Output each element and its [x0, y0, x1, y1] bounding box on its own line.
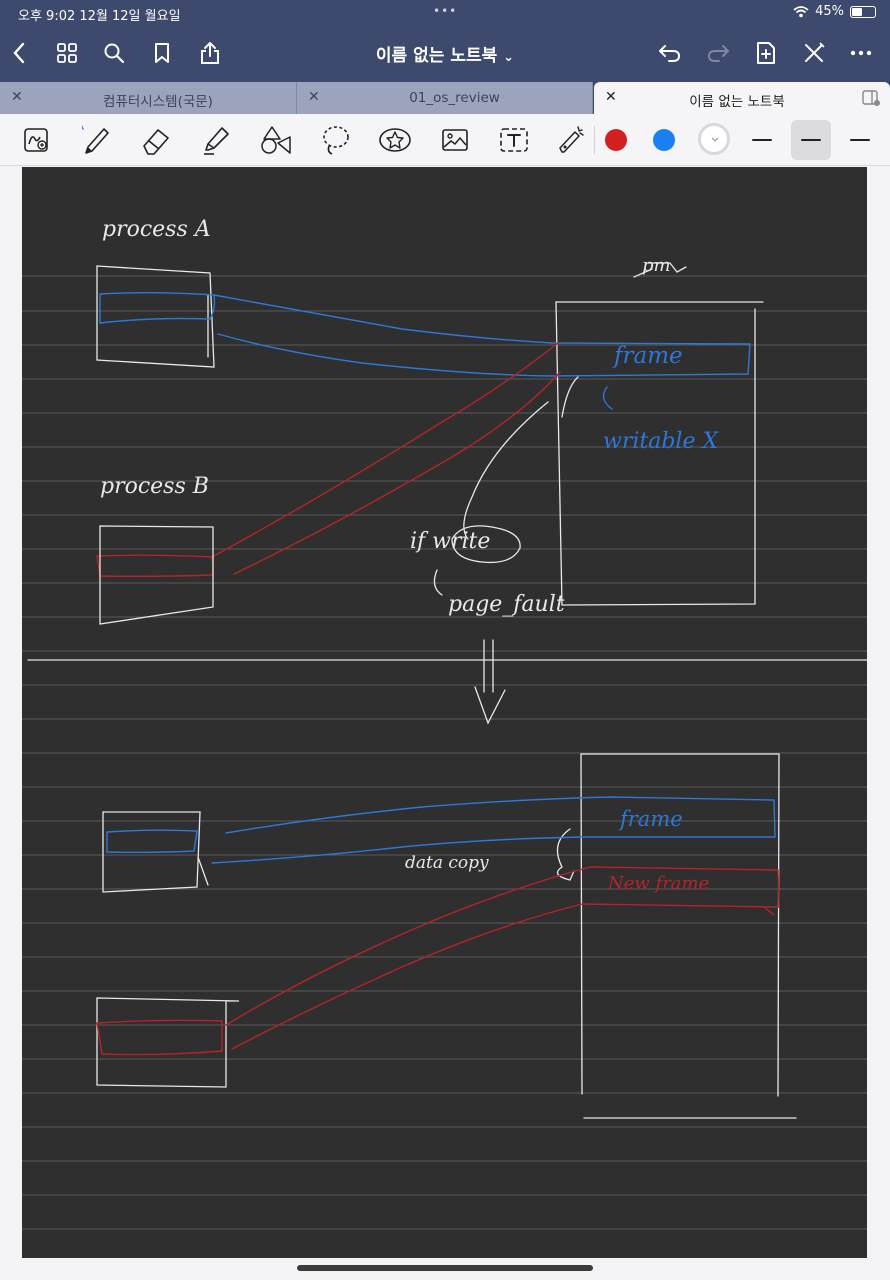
search-button[interactable] — [99, 38, 129, 68]
chevron-down-icon — [711, 137, 719, 142]
grid-view-button[interactable] — [52, 38, 82, 68]
text-tool[interactable] — [496, 123, 532, 157]
grid-icon — [57, 43, 77, 63]
split-view-icon[interactable] — [862, 90, 880, 106]
thin-line-icon — [752, 139, 772, 141]
white-strokes-top — [27, 262, 867, 725]
label-frame-bottom: frame — [620, 807, 683, 831]
add-page-button[interactable] — [751, 38, 781, 68]
label-page-fault: page_fault — [448, 592, 565, 617]
color-white-selected[interactable] — [698, 123, 730, 155]
share-button[interactable] — [195, 38, 225, 68]
pen-off-icon — [805, 42, 825, 62]
pen-icon — [82, 125, 109, 154]
tab-bar: ✕ 컴퓨터시스템(국문) ✕ 01_os_review ✕ 이름 없는 노트북 — [0, 80, 890, 114]
close-icon[interactable]: ✕ — [308, 89, 320, 105]
battery-percent: 45% — [815, 4, 844, 19]
laser-pointer-tool[interactable] — [553, 123, 589, 157]
red-strokes-top — [96, 342, 561, 578]
pen-tool[interactable] — [77, 123, 113, 157]
notebook-title-text: 이름 없는 노트북 — [375, 46, 498, 66]
thick-line-icon — [850, 139, 870, 141]
lasso-add-icon — [24, 128, 48, 152]
more-button[interactable] — [846, 38, 876, 68]
handwriting-layer — [22, 262, 867, 1230]
close-tools-button[interactable] — [799, 38, 829, 68]
share-icon — [201, 42, 219, 64]
image-icon — [442, 129, 468, 151]
white-strokes-bottom — [96, 753, 797, 1119]
image-tool[interactable] — [437, 123, 473, 157]
shapes-tool[interactable] — [258, 123, 294, 157]
bookmark-icon — [155, 43, 169, 63]
home-indicator[interactable] — [297, 1265, 593, 1271]
highlighter-icon — [204, 127, 229, 155]
tab-untitled-notebook[interactable]: ✕ 이름 없는 노트북 — [594, 82, 890, 114]
stroke-width-thin[interactable] — [742, 120, 782, 160]
tab-os-review[interactable]: ✕ 01_os_review — [297, 82, 593, 114]
blue-strokes-top — [99, 292, 751, 410]
note-canvas[interactable]: process A process B pm frame writable X … — [22, 167, 867, 1258]
medium-line-icon — [801, 139, 821, 141]
search-icon — [104, 43, 124, 63]
undo-icon — [659, 45, 681, 62]
status-time: 오후 9:02 12월 12일 월요일 — [18, 9, 181, 24]
eraser-icon — [143, 129, 169, 155]
chevron-left-icon — [13, 42, 25, 64]
label-new-frame: New frame — [608, 873, 710, 894]
white-strokes-middle — [99, 525, 214, 625]
blue-strokes-bottom — [106, 796, 776, 864]
add-page-icon — [757, 42, 775, 64]
redo-button[interactable] — [703, 38, 733, 68]
shapes-icon — [261, 126, 291, 154]
color-blue[interactable] — [653, 129, 675, 151]
notebook-title[interactable]: 이름 없는 노트북 ⌄ — [0, 41, 890, 66]
label-if-write: if write — [410, 529, 491, 554]
tab-label: 01_os_review — [409, 90, 500, 106]
back-button[interactable] — [4, 38, 34, 68]
lasso-icon — [323, 126, 349, 155]
laser-pointer-icon — [559, 126, 584, 153]
nav-bar: 이름 없는 노트북 ⌄ — [0, 26, 890, 80]
label-pm: pm — [642, 255, 671, 276]
tab-label: 이름 없는 노트북 — [689, 94, 785, 110]
battery-icon — [850, 5, 876, 18]
redo-icon — [707, 45, 729, 62]
text-icon — [500, 128, 528, 152]
status-bar: 오후 9:02 12월 12일 월요일 ••• 45% — [0, 0, 890, 26]
sticker-icon — [379, 128, 411, 152]
ruled-lines — [22, 275, 867, 1230]
close-icon[interactable]: ✕ — [11, 89, 23, 105]
more-icon — [850, 50, 872, 56]
lasso-tool[interactable] — [318, 123, 354, 157]
multitasking-dots-icon[interactable]: ••• — [433, 4, 458, 18]
tab-label: 컴퓨터시스템(국문) — [103, 94, 213, 110]
sticker-tool[interactable] — [377, 123, 413, 157]
tab-computer-system[interactable]: ✕ 컴퓨터시스템(국문) — [0, 82, 297, 114]
eraser-tool[interactable] — [138, 123, 174, 157]
stroke-width-medium[interactable] — [791, 120, 831, 160]
close-icon[interactable]: ✕ — [605, 89, 617, 105]
toolbar-divider — [594, 126, 595, 154]
stroke-width-thick[interactable] — [840, 120, 880, 160]
red-strokes-bottom — [96, 866, 780, 1056]
label-data-copy: data copy — [405, 853, 489, 873]
drawing-toolbar — [0, 114, 890, 166]
battery-level — [852, 7, 862, 16]
color-red[interactable] — [605, 129, 627, 151]
bookmark-button[interactable] — [147, 38, 177, 68]
undo-button[interactable] — [655, 38, 685, 68]
status-right: 45% — [793, 4, 876, 19]
chevron-down-icon: ⌄ — [503, 50, 515, 65]
wifi-icon — [793, 5, 809, 17]
highlighter-tool[interactable] — [198, 123, 234, 157]
lasso-add-button[interactable] — [19, 123, 55, 157]
label-frame-top: frame — [614, 343, 683, 369]
label-writable: writable X — [603, 429, 719, 454]
label-process-a: process A — [102, 217, 211, 242]
label-process-b: process B — [100, 474, 209, 499]
